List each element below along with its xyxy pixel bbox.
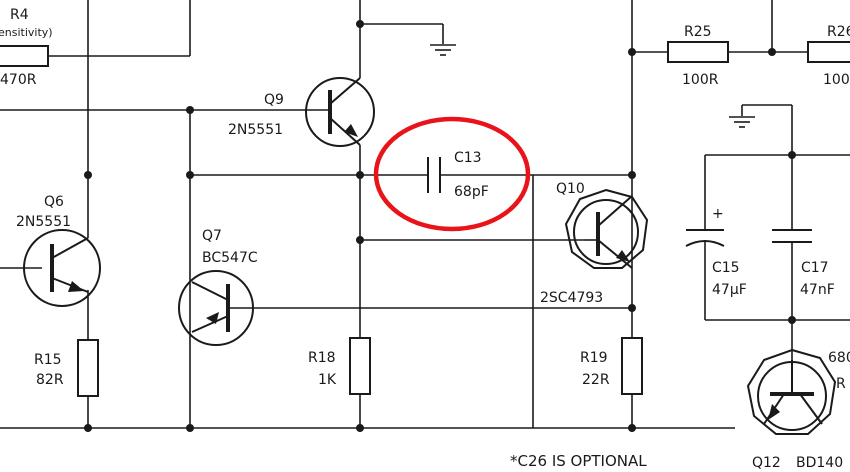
r15-value: 82R: [36, 372, 64, 388]
capacitor-c17: C17 47nF: [772, 229, 835, 298]
r19-value: 22R: [582, 372, 610, 388]
junction-dots: [84, 20, 796, 432]
r18-ref: R18: [308, 350, 336, 366]
partial-labels-right: 680 R: [828, 350, 850, 392]
c17-ref: C17: [801, 260, 829, 276]
footnote: *C26 IS OPTIONAL: [510, 452, 647, 470]
q10-ref: Q10: [556, 181, 585, 197]
ground-symbol: [430, 44, 456, 56]
c17-value: 47nF: [800, 282, 835, 298]
transistor-q9: Q9 2N5551: [228, 77, 375, 147]
r25-value: 100R: [682, 72, 719, 88]
c15-value: 47µF: [712, 282, 747, 298]
transistor-q10: Q10 2SC4793: [540, 181, 649, 306]
partial-ref: 680: [828, 350, 850, 366]
q6-ref: Q6: [44, 194, 64, 210]
r4-value: 470R: [0, 72, 37, 88]
r4-note: ensitivity): [0, 26, 53, 39]
capacitor-c13: C13 68pF: [427, 150, 489, 200]
q9-part: 2N5551: [228, 122, 283, 138]
transistor-q6: Q6 2N5551: [16, 194, 101, 307]
q12-ref: Q12: [752, 455, 781, 471]
c15-ref: C15: [712, 260, 740, 276]
q6-part: 2N5551: [16, 214, 71, 230]
highlight-circle: [373, 116, 531, 232]
r26-value: 100: [823, 72, 850, 88]
resistor-r25: R25 100R: [667, 24, 729, 88]
partial-ref2: R: [836, 376, 846, 392]
capacitor-c15: + C15 47µF: [685, 206, 747, 298]
resistor-r4: R4 ensitivity) 470R: [0, 7, 53, 88]
c15-polarity: +: [712, 206, 724, 222]
r4-ref: R4: [10, 7, 29, 23]
r26-ref: R26: [827, 24, 850, 40]
q12-part: BD140: [796, 455, 843, 471]
resistor-r15: R15 82R: [34, 339, 99, 397]
q10-part: 2SC4793: [540, 290, 603, 306]
c13-ref: C13: [454, 150, 482, 166]
q9-ref: Q9: [264, 92, 284, 108]
r18-value: 1K: [318, 372, 337, 388]
q7-part: BC547C: [202, 250, 258, 266]
q7-ref: Q7: [202, 228, 222, 244]
r19-ref: R19: [580, 350, 608, 366]
wires: [0, 0, 850, 429]
resistor-r19: R19 22R: [580, 337, 643, 395]
r25-ref: R25: [684, 24, 712, 40]
transistor-q7: Q7 BC547C: [178, 228, 258, 346]
r15-ref: R15: [34, 352, 62, 368]
transistor-q12: Q12 BD140: [746, 348, 843, 471]
resistor-r18: R18 1K: [308, 337, 371, 395]
c13-value: 68pF: [454, 184, 489, 200]
ground-symbol: [729, 116, 755, 128]
resistor-r26: R26 100: [807, 24, 850, 88]
